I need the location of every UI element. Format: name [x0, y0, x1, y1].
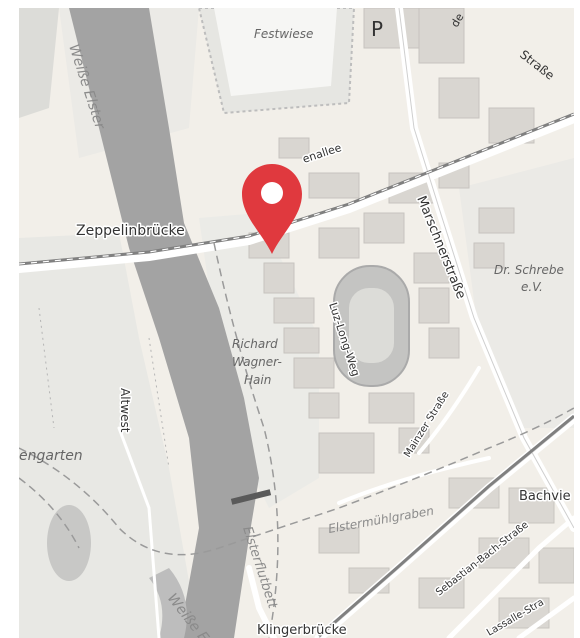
- map-view[interactable]: Festwiese P de Straße Weiße Elster enall…: [19, 8, 574, 638]
- label-zeppelinbruecke: Zeppelinbrücke: [76, 223, 185, 239]
- stadium-field: [349, 288, 394, 363]
- footpaths: [19, 242, 574, 638]
- railway-dashes: [19, 113, 574, 265]
- area-northwest: [19, 8, 59, 118]
- label-richard: Richard: [232, 337, 278, 351]
- path-dotted: [38, 307, 170, 469]
- label-hain: Hain: [244, 373, 271, 387]
- label-klingerbruecke: Klingerbrücke: [257, 623, 347, 638]
- river-branch-south: [149, 568, 187, 638]
- map-pin-icon[interactable]: [242, 164, 302, 254]
- label-dr-schreber: Dr. Schrebe: [494, 263, 564, 277]
- footbridge: [230, 489, 272, 505]
- festwiese-field: [214, 8, 337, 96]
- label-altwest: Altwest: [118, 388, 132, 433]
- label-ev: e.V.: [521, 280, 543, 294]
- label-wagner: Wagner-: [232, 355, 282, 369]
- label-garten: engarten: [19, 448, 83, 464]
- parking-icon: P: [371, 17, 383, 41]
- label-bachviertel: Bachvie: [519, 489, 571, 504]
- river-weisse-elster: [69, 8, 259, 638]
- pond: [47, 505, 91, 581]
- label-north-edge: de: [448, 11, 466, 30]
- map-canvas[interactable]: Festwiese P de Straße Weiße Elster enall…: [19, 8, 574, 638]
- label-festwiese: Festwiese: [254, 27, 313, 41]
